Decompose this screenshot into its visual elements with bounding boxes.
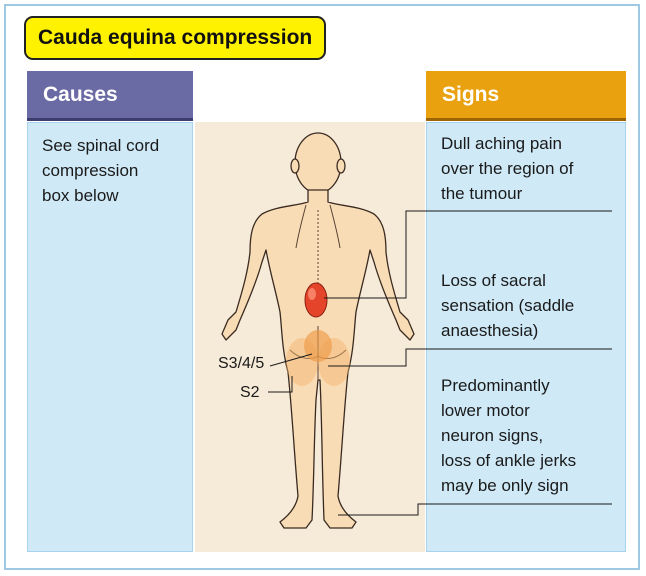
leader-s2	[268, 376, 293, 393]
leader-s345	[269, 353, 313, 367]
causes-text: See spinal cord compression box below	[42, 136, 160, 205]
leader-saddle	[328, 348, 612, 367]
head	[294, 132, 342, 194]
signs-header: Signs	[426, 71, 626, 121]
tumour-marker	[304, 282, 328, 318]
diagram-title: Cauda equina compression	[24, 16, 327, 60]
causes-header: Causes	[27, 71, 193, 121]
leader-lines	[268, 210, 612, 516]
causes-column	[27, 122, 193, 552]
left-scapula-line	[295, 204, 307, 249]
label-s2: S2	[240, 384, 260, 401]
right-ear	[336, 158, 346, 174]
tumour-highlight	[308, 288, 316, 300]
leader-lmn	[338, 503, 612, 516]
leader-pain	[324, 210, 612, 299]
sign-lower-motor-neuron: Predominantly lower motor neuron signs, …	[441, 376, 577, 495]
right-scapula-line	[329, 204, 341, 249]
signs-column	[426, 122, 626, 552]
left-ear	[290, 158, 300, 174]
dermatome-shading	[286, 330, 350, 386]
sign-pain: Dull aching pain over the region of the …	[441, 134, 574, 203]
sign-saddle-anaesthesia: Loss of sacral sensation (saddle anaesth…	[441, 271, 575, 340]
label-s345: S3/4/5	[218, 355, 265, 372]
s345-dermatome	[304, 330, 332, 362]
